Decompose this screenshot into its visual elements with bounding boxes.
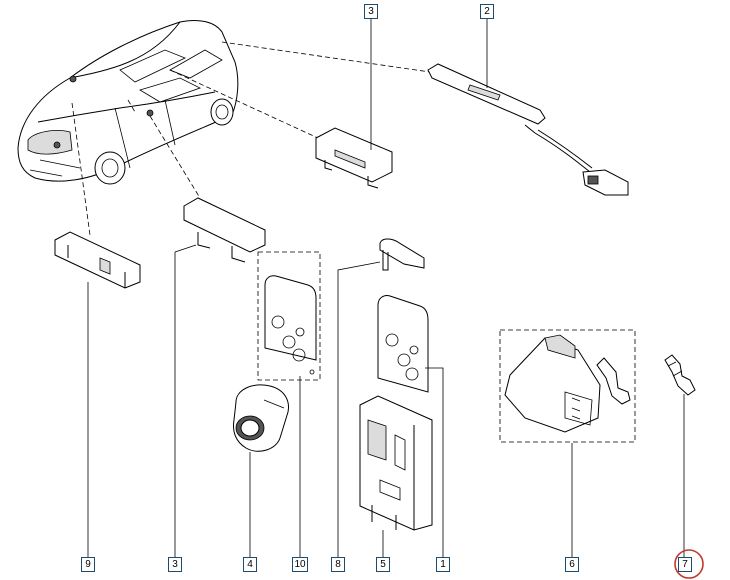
vehicle-illustration bbox=[17, 19, 239, 185]
part-3-sensor-bottom[interactable] bbox=[183, 197, 266, 263]
part-1-key-card[interactable] bbox=[377, 295, 429, 393]
callout-10[interactable]: 10 bbox=[292, 557, 308, 572]
part-5-card-reader[interactable] bbox=[359, 395, 433, 531]
part-2-antenna-strip[interactable] bbox=[427, 63, 629, 196]
location-dashed-lines bbox=[71, 41, 431, 236]
callout-2[interactable]: 2 bbox=[480, 4, 494, 19]
leader-lines bbox=[87, 19, 685, 557]
callout-8[interactable]: 8 bbox=[331, 557, 345, 572]
callout-4[interactable]: 4 bbox=[243, 557, 257, 572]
callout-9[interactable]: 9 bbox=[81, 557, 95, 572]
part-4-start-button[interactable] bbox=[233, 384, 289, 452]
part-7-pin[interactable] bbox=[664, 354, 696, 396]
part-3-sensor-top[interactable] bbox=[315, 127, 393, 189]
callout-3-top[interactable]: 3 bbox=[364, 4, 378, 19]
part-10-key-card[interactable] bbox=[257, 251, 321, 381]
callout-7[interactable]: 7 bbox=[678, 557, 692, 572]
part-6-steering-lock[interactable] bbox=[499, 329, 636, 443]
callout-3-bottom[interactable]: 3 bbox=[168, 557, 182, 572]
callout-6[interactable]: 6 bbox=[565, 557, 579, 572]
highlight-circle bbox=[674, 549, 704, 579]
callout-1[interactable]: 1 bbox=[436, 557, 450, 572]
callout-5[interactable]: 5 bbox=[376, 557, 390, 572]
part-9-bracket[interactable] bbox=[54, 231, 141, 289]
part-8-key-blade[interactable] bbox=[379, 238, 425, 271]
